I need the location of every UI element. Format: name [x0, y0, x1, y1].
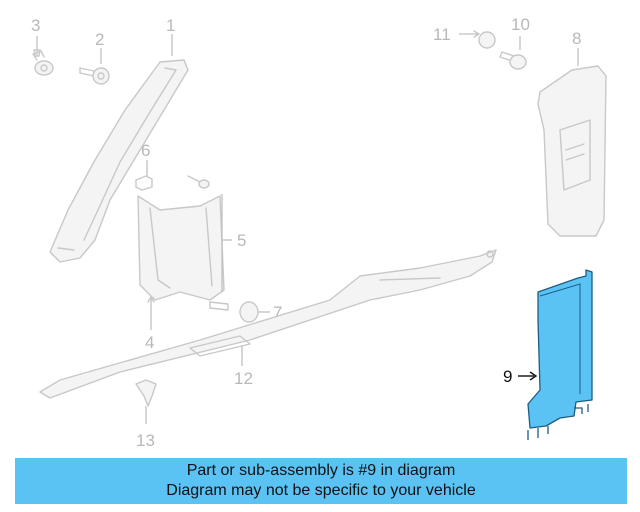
part-3-screw: [32, 36, 54, 76]
banner-line-part: Part or sub-assembly is #9 in diagram: [186, 462, 456, 479]
part-1-pillar-trim: [49, 34, 189, 263]
callout-10: 10: [511, 15, 530, 34]
callout-13: 13: [136, 431, 155, 450]
part-5-lower-trim: [137, 194, 232, 301]
part-7-fastener: [209, 301, 270, 323]
exploded-parts-diagram: 3 2 1 6: [31, 15, 607, 450]
callout-8: 8: [572, 29, 581, 48]
callout-4: 4: [145, 333, 154, 352]
callout-2: 2: [95, 30, 104, 49]
part-10-screw: [499, 36, 527, 70]
part-8-upper-trim: [537, 48, 607, 237]
part-4-arrow: [147, 296, 155, 330]
callout-3: 3: [31, 16, 40, 35]
callout-12: 12: [234, 369, 253, 388]
part-13-clip: [135, 379, 157, 424]
callout-7: 7: [273, 303, 282, 322]
callout-9: 9: [503, 367, 512, 386]
banner-line-disclaimer: Diagram may not be specific to your vehi…: [166, 482, 476, 499]
callout-6: 6: [141, 141, 150, 160]
part-6-clip: [135, 160, 210, 191]
callout-5: 5: [237, 231, 246, 250]
part-2-bolt: [79, 48, 110, 85]
part-11-push-clip: [459, 30, 496, 49]
callout-1: 1: [166, 16, 175, 35]
callout-11: 11: [433, 25, 451, 44]
info-banner: Part or sub-assembly is #9 in diagram Di…: [15, 458, 627, 504]
part-12-sill-plate: [39, 249, 497, 399]
part-9-lower-trim-highlighted: [518, 269, 593, 440]
